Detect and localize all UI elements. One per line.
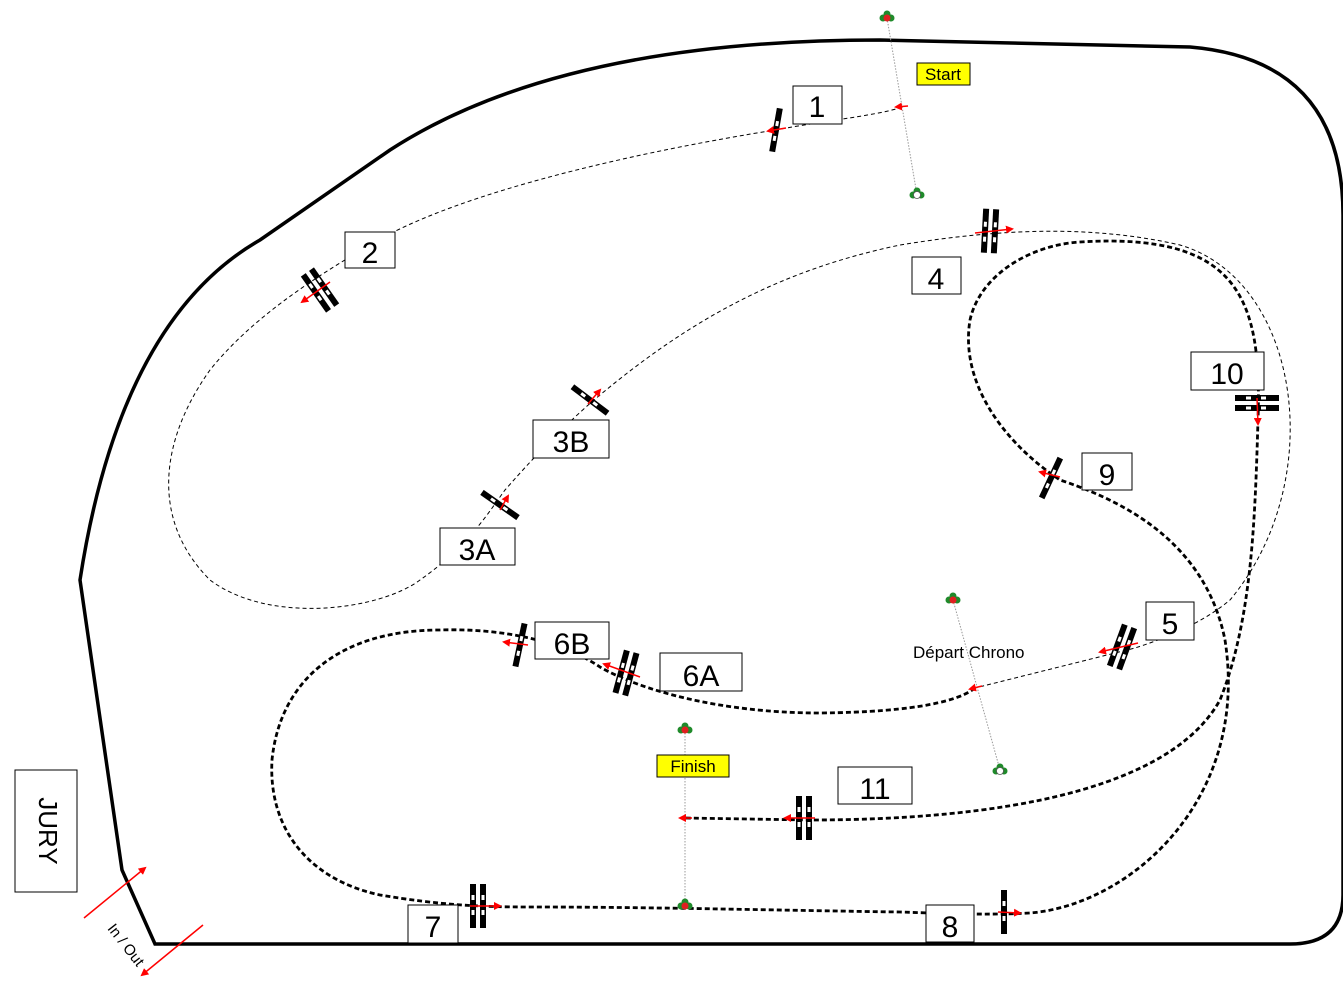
- svg-text:11: 11: [859, 773, 890, 806]
- svg-text:4: 4: [928, 263, 945, 296]
- svg-text:7: 7: [425, 911, 442, 944]
- jump-3a: [480, 489, 520, 521]
- jury-box: JURY: [14, 769, 78, 893]
- jump-3b: [570, 384, 610, 416]
- obstacle-label-3b: 3B: [532, 419, 610, 459]
- start-line: [879, 10, 925, 199]
- jump-6a: [613, 650, 640, 697]
- obstacle-label-10: 10: [1190, 351, 1265, 391]
- obstacle-label-6b: 6B: [534, 621, 610, 661]
- start-white-flag-icon: [909, 187, 925, 199]
- svg-text:2: 2: [362, 237, 379, 270]
- svg-text:3A: 3A: [459, 534, 496, 567]
- svg-text:6A: 6A: [683, 660, 720, 693]
- depart-chrono-line: [945, 592, 1008, 775]
- obstacle-label-11: 11: [837, 766, 913, 806]
- obstacle-label-6a: 6A: [659, 652, 743, 693]
- svg-text:Start: Start: [925, 65, 961, 84]
- obstacle-label-2: 2: [344, 231, 396, 270]
- svg-text:6B: 6B: [554, 628, 591, 661]
- svg-text:1: 1: [809, 91, 826, 124]
- svg-text:3B: 3B: [553, 426, 590, 459]
- svg-text:JURY: JURY: [33, 797, 63, 864]
- chrono-white-flag-icon: [992, 763, 1008, 775]
- chrono-red-flag-icon: [945, 592, 961, 604]
- svg-text:10: 10: [1210, 358, 1243, 391]
- svg-text:8: 8: [942, 911, 959, 944]
- finish-red-flag-icon: [677, 722, 693, 734]
- obstacle-label-1: 1: [792, 85, 843, 125]
- obstacle-label-3a: 3A: [439, 527, 516, 567]
- finish-label: Finish: [656, 754, 730, 778]
- depart-chrono-label: Départ Chrono: [913, 643, 1025, 662]
- svg-text:9: 9: [1099, 459, 1116, 492]
- track-phase-1: [168, 106, 1291, 689]
- finish-green-flag-icon: [677, 898, 693, 910]
- svg-text:Finish: Finish: [670, 757, 715, 776]
- svg-text:5: 5: [1162, 608, 1179, 641]
- in-out-label: In / Out: [104, 921, 148, 971]
- obstacle-label-9: 9: [1081, 452, 1133, 492]
- start-label: Start: [916, 62, 971, 86]
- track-phase-2: [270, 239, 1260, 916]
- finish-line: [677, 722, 693, 910]
- obstacle-label-5: 5: [1145, 601, 1195, 641]
- arena-boundary: [78, 38, 1343, 946]
- start-red-flag-icon: [879, 10, 895, 22]
- obstacle-label-4: 4: [911, 256, 962, 296]
- obstacle-label-7: 7: [407, 904, 459, 944]
- obstacle-label-8: 8: [925, 904, 975, 944]
